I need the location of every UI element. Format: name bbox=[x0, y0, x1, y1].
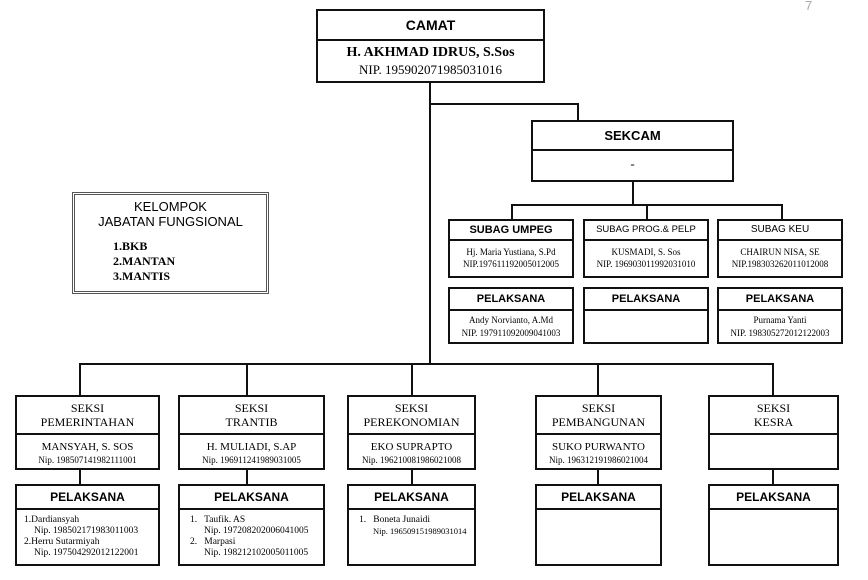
pelaksana-perekonomian-box: PELAKSANA 1. Boneta Junaidi Nip. 1965091… bbox=[347, 484, 476, 566]
connector-camat-trunk bbox=[429, 82, 431, 364]
connector-subag-keu bbox=[781, 204, 783, 219]
pelaksana-trantib-box: PELAKSANA 1. Taufik. AS Nip. 19720820200… bbox=[178, 484, 325, 566]
subag-prog-name: KUSMADI, S. Sos bbox=[611, 247, 681, 257]
sekcam-box: SEKCAM - bbox=[531, 120, 734, 182]
subag-keu-box: SUBAG KEU CHAIRUN NISA, SE NIP.198303262… bbox=[717, 219, 843, 278]
kelompok-item: 1.BKB bbox=[113, 239, 148, 253]
kelompok-title-2: JABATAN FUNGSIONAL bbox=[98, 214, 243, 229]
pelaksana-trantib-member: 2. Marpasi bbox=[190, 537, 236, 547]
pelaksana-keu-nip: NIP. 198305272012122003 bbox=[730, 328, 830, 338]
connector-pel-perekonomian bbox=[411, 470, 413, 485]
seksi-perekonomian-head: EKO SUPRAPTO bbox=[370, 441, 453, 453]
pelaksana-pemerintahan-member: 2.Herru Sutarmiyah bbox=[24, 537, 100, 547]
subag-keu-title: SUBAG KEU bbox=[750, 224, 810, 235]
seksi-perekonomian-name: PEREKONOMIAN bbox=[363, 415, 460, 429]
seksi-kesra-name: KESRA bbox=[753, 415, 794, 429]
connector-seksi-trantib bbox=[246, 363, 248, 396]
pelaksana-pemerintahan-member-nip: Nip. 197504292012122001 bbox=[34, 548, 139, 558]
seksi-perekonomian-nip: Nip. 196210081986021008 bbox=[362, 455, 461, 465]
seksi-pemerintahan-head: MANSYAH, S. SOS bbox=[41, 441, 134, 453]
sekcam-title: SEKCAM bbox=[604, 128, 661, 143]
pelaksana-umpeg-name: Andy Norvianto, A.Md bbox=[469, 315, 553, 325]
seksi-pemerintahan-label: SEKSI bbox=[70, 401, 105, 415]
connector-sekcam-drop bbox=[577, 103, 579, 121]
pelaksana-kesra-title: PELAKSANA bbox=[736, 490, 811, 504]
connector-seksi-perekonomian bbox=[411, 363, 413, 396]
kelompok-box: KELOMPOK JABATAN FUNGSIONAL 1.BKB 2.MANT… bbox=[72, 192, 269, 294]
connector-subag-umpeg bbox=[511, 204, 513, 219]
corner-mark: 7 bbox=[805, 0, 813, 13]
seksi-pemerintahan-box: SEKSI PEMERINTAHAN MANSYAH, S. SOS Nip. … bbox=[15, 395, 160, 470]
subag-umpeg-nip: NIP.197611192005012005 bbox=[462, 259, 560, 269]
connector-sekcam-branch bbox=[430, 103, 578, 105]
connector-pel-kesra bbox=[772, 470, 774, 485]
connector-seksi-pembangunan bbox=[597, 363, 599, 396]
pelaksana-keu-title: PELAKSANA bbox=[745, 293, 815, 305]
pelaksana-pemerintahan-member: 1.Dardiansyah bbox=[24, 515, 80, 525]
pelaksana-umpeg-nip: NIP. 197911092009041003 bbox=[461, 328, 561, 338]
seksi-perekonomian-box: SEKSI PEREKONOMIAN EKO SUPRAPTO Nip. 196… bbox=[347, 395, 476, 470]
pelaksana-keu-box: PELAKSANA Purnama Yanti NIP. 19830527201… bbox=[717, 287, 843, 344]
pelaksana-trantib-title: PELAKSANA bbox=[214, 490, 289, 504]
pelaksana-prog-title: PELAKSANA bbox=[611, 293, 681, 305]
camat-box: CAMAT H. AKHMAD IDRUS, S.Sos NIP. 195902… bbox=[316, 9, 545, 83]
seksi-trantib-label: SEKSI bbox=[234, 401, 269, 415]
subag-umpeg-box: SUBAG UMPEG Hj. Maria Yustiana, S.Pd NIP… bbox=[448, 219, 574, 278]
subag-umpeg-title: SUBAG UMPEG bbox=[469, 224, 553, 236]
seksi-pembangunan-nip: Nip. 196312191986021004 bbox=[549, 455, 648, 465]
seksi-pembangunan-name: PEMBANGUNAN bbox=[551, 415, 646, 429]
seksi-pembangunan-head: SUKO PURWANTO bbox=[551, 441, 645, 453]
pelaksana-trantib-member: 1. Taufik. AS bbox=[190, 515, 246, 525]
pelaksana-umpeg-title: PELAKSANA bbox=[476, 293, 546, 305]
seksi-trantib-box: SEKSI TRANTIB H. MULIADI, S.AP Nip. 1969… bbox=[178, 395, 325, 470]
camat-name: H. AKHMAD IDRUS, S.Sos bbox=[346, 45, 515, 60]
sekcam-value: - bbox=[533, 149, 732, 177]
seksi-pemerintahan-nip: Nip. 198507141982111001 bbox=[38, 455, 137, 465]
pelaksana-pemerintahan-box: PELAKSANA 1.Dardiansyah Nip. 19850217198… bbox=[15, 484, 160, 566]
seksi-pemerintahan-name: PEMERINTAHAN bbox=[40, 415, 135, 429]
connector-seksi-bar bbox=[79, 363, 773, 365]
pelaksana-pembangunan-box: PELAKSANA bbox=[535, 484, 662, 566]
connector-seksi-kesra bbox=[772, 363, 774, 396]
seksi-trantib-head: H. MULIADI, S.AP bbox=[206, 441, 297, 453]
pelaksana-pemerintahan-member-nip: Nip. 198502171983011003 bbox=[34, 526, 139, 536]
pelaksana-perekonomian-member-nip: Nip. 196509151989031014 bbox=[373, 526, 467, 536]
pelaksana-perekonomian-title: PELAKSANA bbox=[374, 490, 449, 504]
connector-subag-prog bbox=[646, 204, 648, 219]
camat-details: H. AKHMAD IDRUS, S.Sos NIP. 195902071985… bbox=[318, 39, 543, 78]
seksi-pembangunan-box: SEKSI PEMBANGUNAN SUKO PURWANTO Nip. 196… bbox=[535, 395, 662, 470]
pelaksana-trantib-member-nip: Nip. 197208202006041005 bbox=[204, 526, 309, 536]
kelompok-item: 3.MANTIS bbox=[113, 269, 171, 283]
pelaksana-pemerintahan-title: PELAKSANA bbox=[50, 490, 125, 504]
seksi-kesra-label: SEKSI bbox=[756, 401, 791, 415]
kelompok-title-1: KELOMPOK bbox=[134, 199, 207, 214]
seksi-trantib-name: TRANTIB bbox=[225, 415, 278, 429]
pelaksana-keu-name: Purnama Yanti bbox=[753, 315, 807, 325]
kelompok-item: 2.MANTAN bbox=[113, 254, 176, 268]
pelaksana-prog-box: PELAKSANA bbox=[583, 287, 709, 344]
pelaksana-umpeg-box: PELAKSANA Andy Norvianto, A.Md NIP. 1979… bbox=[448, 287, 574, 344]
seksi-kesra-box: SEKSI KESRA bbox=[708, 395, 839, 470]
camat-nip: NIP. 195902071985031016 bbox=[358, 62, 502, 77]
seksi-pembangunan-label: SEKSI bbox=[581, 401, 616, 415]
subag-keu-name: CHAIRUN NISA, SE bbox=[740, 247, 820, 257]
subag-prog-title: SUBAG PROG.& PELP bbox=[596, 224, 696, 235]
pelaksana-perekonomian-member: 1. Boneta Junaidi bbox=[359, 515, 430, 525]
subag-prog-nip: NIP. 196903011992031010 bbox=[596, 259, 696, 269]
pelaksana-kesra-box: PELAKSANA bbox=[708, 484, 839, 566]
connector-sekcam-down bbox=[632, 181, 634, 205]
seksi-trantib-nip: Nip. 196911241989031005 bbox=[202, 455, 301, 465]
connector-seksi-pemerintahan bbox=[79, 363, 81, 396]
subag-keu-nip: NIP.198303262011012008 bbox=[731, 259, 829, 269]
camat-title: CAMAT bbox=[405, 17, 456, 33]
pelaksana-pembangunan-title: PELAKSANA bbox=[561, 490, 636, 504]
pelaksana-trantib-member-nip: Nip. 198212102005011005 bbox=[204, 548, 309, 558]
connector-pel-trantib bbox=[246, 470, 248, 485]
connector-pel-pemerintahan bbox=[79, 470, 81, 485]
seksi-perekonomian-label: SEKSI bbox=[394, 401, 429, 415]
subag-prog-box: SUBAG PROG.& PELP KUSMADI, S. Sos NIP. 1… bbox=[583, 219, 709, 278]
subag-umpeg-name: Hj. Maria Yustiana, S.Pd bbox=[466, 247, 556, 257]
connector-pel-pembangunan bbox=[597, 470, 599, 485]
